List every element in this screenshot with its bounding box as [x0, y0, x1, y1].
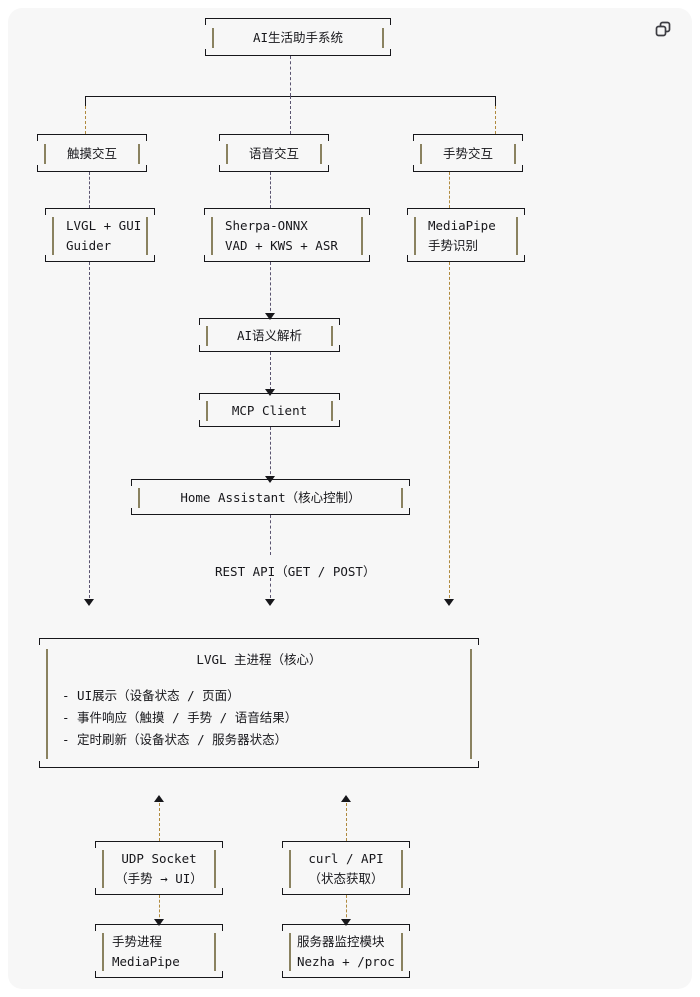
node-udp-socket-line2: （手势 → UI）: [115, 871, 203, 886]
node-lvgl-main-title: LVGL 主进程（核心）: [196, 652, 322, 667]
edge-mediapipe-to-main: [449, 262, 450, 598]
arrowhead-right: [444, 599, 454, 606]
node-lvgl-gui-line2: Guider: [66, 238, 112, 253]
edge-gesture-mediapipe: [449, 172, 450, 208]
node-curl-api-line1: curl / API: [308, 851, 384, 866]
edge-ha-rest-upper: [270, 515, 271, 555]
edge-branch-left-tick: [85, 96, 86, 108]
node-voice: 语音交互: [218, 134, 330, 172]
node-root: AI生活助手系统: [204, 18, 392, 56]
node-touch-label: 触摸交互: [66, 146, 117, 161]
node-sherpa: Sherpa-ONNX VAD + KWS + ASR: [203, 208, 371, 262]
edge-curl-to-main: [346, 803, 347, 841]
edge-mcp-home-assistant: [270, 427, 271, 479]
node-lvgl-main-bullet-2: - 事件响应（触摸 / 手势 / 语音结果）: [62, 710, 298, 725]
arrowhead-semantic: [265, 313, 275, 320]
node-gesture-process: 手势进程 MediaPipe: [94, 924, 224, 978]
node-server-monitor-line1: 服务器监控模块: [297, 934, 385, 949]
node-semantic: AI语义解析: [198, 318, 341, 352]
edge-branch-right-tick: [495, 96, 496, 108]
node-udp-socket: UDP Socket （手势 → UI）: [94, 841, 224, 895]
node-gesture-process-line2: MediaPipe: [112, 954, 180, 969]
node-mcp: MCP Client: [198, 393, 341, 427]
edge-touch-lvgl: [89, 172, 90, 208]
node-sherpa-line2: VAD + KWS + ASR: [225, 238, 338, 253]
node-root-label: AI生活助手系统: [252, 30, 344, 45]
edge-voice-sherpa: [270, 172, 271, 208]
edge-ha-rest-lower: [270, 578, 271, 598]
node-curl-api-line2: （状态获取）: [308, 871, 384, 886]
node-lvgl-main-bullet-1: - UI展示（设备状态 / 页面）: [62, 688, 240, 703]
node-curl-api: curl / API （状态获取）: [281, 841, 411, 895]
arrowhead-server-monitor: [341, 919, 351, 926]
node-server-monitor: 服务器监控模块 Nezha + /proc: [281, 924, 411, 978]
arrowhead-udp-up: [154, 795, 164, 802]
edge-to-voice: [290, 96, 291, 134]
node-gesture-label: 手势交互: [442, 146, 493, 161]
edge-udp-to-main: [159, 803, 160, 841]
edge-label-rest-api: REST API（GET / POST）: [215, 564, 376, 579]
node-lvgl-main-bullet-3: - 定时刷新（设备状态 / 服务器状态）: [62, 732, 288, 747]
edge-to-touch: [85, 106, 86, 134]
node-udp-socket-line1: UDP Socket: [121, 851, 197, 866]
node-mediapipe-line2: 手势识别: [428, 238, 479, 253]
node-mcp-label: MCP Client: [231, 403, 308, 418]
edge-to-gesture: [495, 106, 496, 134]
node-mediapipe: MediaPipe 手势识别: [406, 208, 526, 262]
arrowhead-curl-up: [341, 795, 351, 802]
edge-sherpa-semantic: [270, 262, 271, 316]
edge-udp-to-gesture-proc: [159, 895, 160, 922]
node-lvgl-main: LVGL 主进程（核心） - UI展示（设备状态 / 页面） - 事件响应（触摸…: [38, 638, 480, 768]
arrowhead-left: [84, 599, 94, 606]
node-home-assistant-label: Home Assistant（核心控制）: [180, 490, 361, 505]
arrowhead-middle: [265, 599, 275, 606]
node-semantic-label: AI语义解析: [236, 328, 303, 343]
node-gesture: 手势交互: [412, 134, 524, 172]
diagram-card: AI生活助手系统 触摸交互 语音交互 手势交互 LVGL + GUI Guide…: [8, 8, 692, 989]
node-touch: 触摸交互: [36, 134, 148, 172]
node-lvgl-gui-line1: LVGL + GUI: [66, 218, 142, 233]
node-server-monitor-line2: Nezha + /proc: [297, 954, 395, 969]
edge-curl-to-monitor: [346, 895, 347, 922]
node-mediapipe-line1: MediaPipe: [428, 218, 496, 233]
arrowhead-gesture-proc: [154, 919, 164, 926]
node-gesture-process-line1: 手势进程: [112, 934, 163, 949]
edge-lvgl-gui-to-main: [89, 262, 90, 598]
node-voice-label: 语音交互: [248, 146, 299, 161]
arrowhead-mcp: [265, 389, 275, 396]
edge-semantic-mcp: [270, 352, 271, 390]
node-sherpa-line1: Sherpa-ONNX: [225, 218, 308, 233]
edge-root-down: [290, 56, 291, 96]
node-home-assistant: Home Assistant（核心控制）: [130, 479, 411, 515]
node-lvgl-gui: LVGL + GUI Guider: [44, 208, 156, 262]
copy-icon[interactable]: [652, 18, 674, 40]
